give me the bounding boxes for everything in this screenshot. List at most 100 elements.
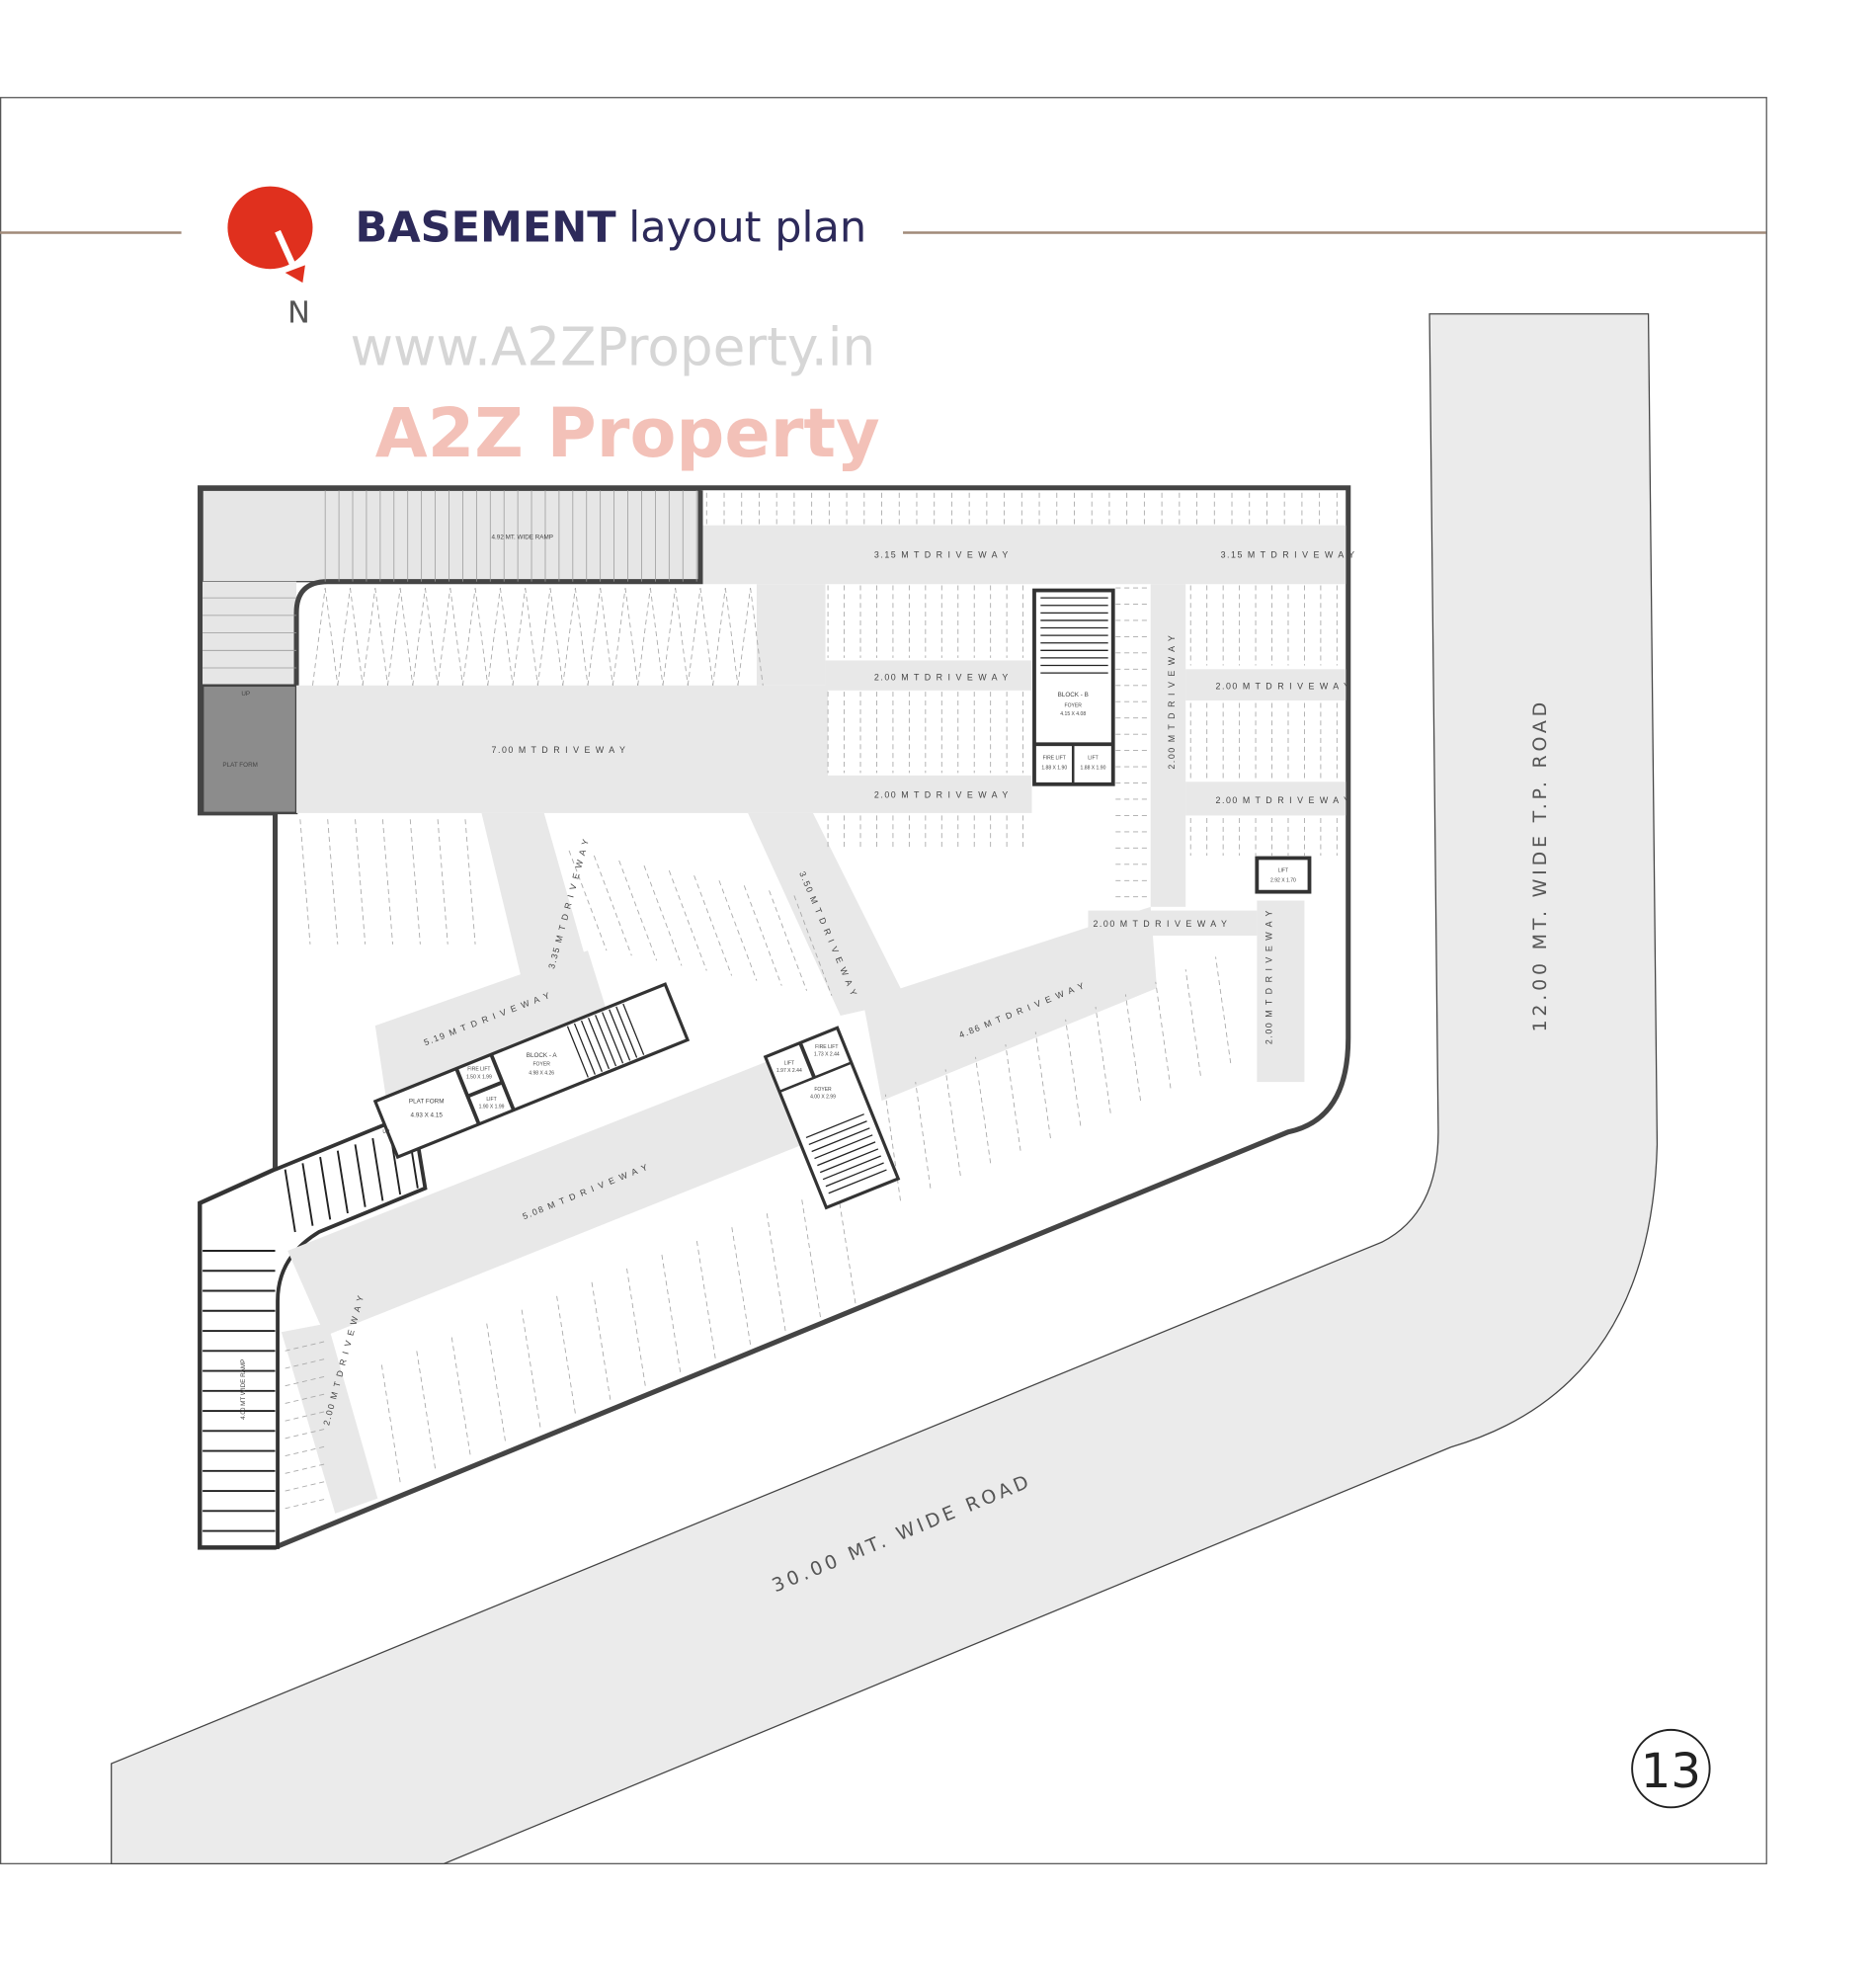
parking-stall-line [793,895,833,996]
block-b-fire-lift-label: FIRE LIFT [1043,755,1066,761]
block-a-up-label: UP [382,1129,390,1135]
block-b-lift-size: 1.88 X 1.90 [1081,766,1106,772]
parking-stall-line [380,1362,401,1483]
core-c-foyer-size: 4.00 X 2.99 [810,1095,836,1101]
parking-stall-line [769,890,807,991]
stair-step [811,1127,870,1153]
ramp-top-label: 4.92 MT. WIDE RAMP [492,535,553,541]
parking-stall-line [731,1225,752,1346]
parking-stall-line [449,587,463,686]
driveway-label: 2.00 M T D R I V E W A Y [1093,919,1228,929]
parking-stall-line [412,587,426,686]
platform-top [201,684,298,815]
parking-stall-line [285,1480,328,1492]
parking-stall-line [661,1253,682,1372]
parking-stall-line [1034,1031,1051,1139]
parking-stall-line [355,819,367,945]
parking-stall-line [461,587,476,686]
left-ramp [198,1111,428,1549]
driveway-label: 7.00 M T D R I V E W A Y [492,745,627,755]
stair-step [817,1141,876,1167]
parking-stall-line [574,587,589,686]
north-arrow-icon [227,186,313,284]
parking-stall-line [409,819,421,945]
parking-stall-line [285,1358,328,1369]
parking-stall-line [549,587,564,686]
block-a-lift-size: 1.90 X 1.99 [479,1105,505,1111]
core-c-foyer-label: FOYER [814,1087,832,1093]
ramp-step [354,1144,367,1207]
parking-stall-line [649,587,664,686]
driveway-label: 2.00 M T D R I V E W A Y [874,673,1010,683]
parking-stall-line [693,875,733,976]
block-a-fire-lift-size: 1.50 X 1.99 [466,1074,492,1080]
parking-stall-line [1155,981,1172,1089]
parking-stall-line [285,1375,328,1387]
parking-stall-line [312,587,326,686]
stair-step [602,1012,624,1064]
parking-stall-line [285,1445,328,1457]
parking-stall-line [399,587,414,686]
core-c-labels: LIFT 1.97 X 2.44 FIRE LIFT 1.73 X 2.44 F… [776,1044,840,1101]
parking-stall-line [285,1498,328,1510]
block-a-fire-lift-label: FIRE LIFT [467,1067,490,1073]
parking-stall-line [675,587,689,686]
parking-stall-line [975,1056,992,1164]
parking-stall-line [437,587,451,686]
up-label: UP [241,691,250,698]
platform-a-size: 4.93 X 4.15 [411,1112,444,1119]
block-b: BLOCK - B FOYER 4.15 X 4.08 FIRE LIFT 1.… [1032,588,1115,786]
stair-step [828,1169,887,1194]
platform-label: PLAT FORM [222,762,258,769]
parking-stall-line [512,587,527,686]
parking-stall-line [285,1428,328,1440]
ramp-step [319,1156,332,1220]
stair-step [819,1148,879,1174]
parking-stall-line [486,1322,506,1441]
parking-stall-line [555,1294,576,1414]
parking-stall-line [381,819,393,945]
parking-stall-line [637,587,651,686]
parking-stall-line [724,587,739,686]
core-c-lift-size: 1.97 X 2.44 [776,1068,802,1074]
parking-stall-line [1184,969,1201,1076]
parking-stall-line [766,1211,786,1332]
parking-stall-line [285,1340,328,1352]
parking-stall-line [668,869,707,971]
page-number: 13 [1641,1744,1701,1799]
driveway-label: 2.00 M T D R I V E W A Y [1216,795,1351,805]
stair-step [808,1120,867,1146]
block-a-lift-label: LIFT [486,1097,496,1103]
ramp-wall [293,490,703,686]
parking-stall-line [1005,1044,1021,1151]
core-c-fire-lift-label: FIRE LIFT [815,1044,838,1050]
parking-stalls [285,492,1338,1510]
driveway-label: 2.00 M T D R I V E W A Y [874,790,1010,800]
parking-stall-line [362,587,376,686]
driveway-label: 2.00 M T D R I V E W A Y [1167,634,1177,770]
parking-stall-line [499,587,514,686]
parking-stall-line [437,819,449,945]
parking-stall-line [536,587,551,686]
stair-step [615,1006,638,1058]
parking-stall-line [285,1410,328,1422]
parking-stall-line [884,1094,901,1201]
watermark-url: www.A2ZProperty.in [350,317,875,378]
parking-stall-line [625,1267,646,1386]
parking-stall-line [474,587,489,686]
block-a-foyer-label: FOYER [532,1062,550,1068]
road [111,313,1659,1864]
road-label-right: 12.00 MT. WIDE T.P. ROAD [1529,699,1551,1031]
parking-stall-line [464,819,476,945]
parking-stall-line [718,880,758,981]
stair-step [587,1018,611,1070]
block-a-foyer-size: 4.98 X 4.26 [529,1070,554,1076]
parking-stall-line [695,1239,716,1358]
ramp-step [301,1163,314,1226]
parking-stall-line [1065,1019,1082,1126]
block-b-lift-label: LIFT [1088,755,1098,761]
parking-stall-line [662,587,677,686]
parking-stall-line [324,587,339,686]
top-ramp-turn [203,581,297,686]
